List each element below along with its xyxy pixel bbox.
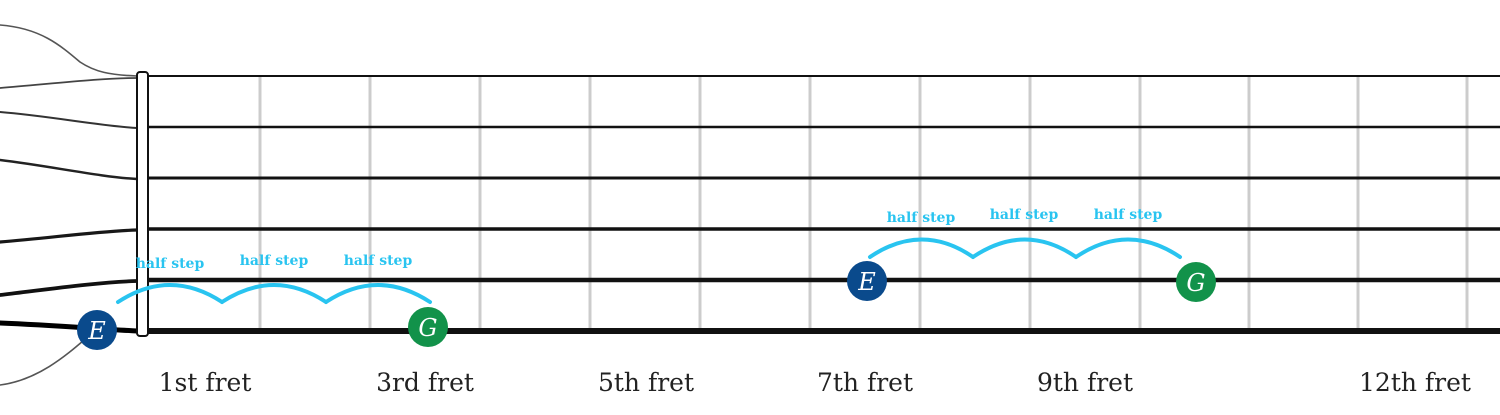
phrase-e-to-g-open: half step half step half step E G xyxy=(77,253,448,350)
headstock-string-2 xyxy=(0,77,138,89)
fret-lines xyxy=(258,76,1469,331)
headstock-string-4 xyxy=(0,158,139,181)
half-step-arc xyxy=(1074,237,1182,259)
fret-label-12: 12th fret xyxy=(1359,368,1471,397)
headstock-string-5 xyxy=(0,228,139,244)
phrase-e-to-g-seventh: half step half step half step E G xyxy=(847,207,1216,302)
strings xyxy=(137,75,1500,334)
headstock-string-6 xyxy=(0,279,139,297)
half-step-arc xyxy=(324,283,432,304)
headstock-string-7 xyxy=(0,320,140,334)
half-step-label: half step xyxy=(344,253,413,269)
headstock-string-1 xyxy=(0,24,138,77)
note-g-label: G xyxy=(418,314,437,342)
fret-label-5: 5th fret xyxy=(598,368,694,397)
headstock-string-8 xyxy=(0,334,91,386)
headstock-string-3 xyxy=(0,111,138,129)
half-step-arc xyxy=(971,237,1078,259)
note-e-label: E xyxy=(857,268,876,296)
half-step-label: half step xyxy=(136,256,205,272)
half-step-arc xyxy=(116,283,224,304)
fret-label-1: 1st fret xyxy=(159,368,252,397)
note-e-marker xyxy=(77,310,117,350)
half-step-label: half step xyxy=(990,207,1059,223)
fret-label-9: 9th fret xyxy=(1037,368,1133,397)
nut xyxy=(136,71,149,337)
note-g-marker xyxy=(1176,262,1216,302)
note-e-label: E xyxy=(87,317,106,345)
note-g-marker xyxy=(408,307,448,347)
half-step-label: half step xyxy=(887,210,956,226)
fret-labels: 1st fret 3rd fret 5th fret 7th fret 9th … xyxy=(159,368,1471,397)
note-e-marker xyxy=(847,261,887,301)
headstock-strings xyxy=(0,24,140,386)
fret-label-7: 7th fret xyxy=(817,368,913,397)
half-step-label: half step xyxy=(1094,207,1163,223)
half-step-arc xyxy=(868,237,975,259)
note-g-label: G xyxy=(1186,269,1205,297)
half-step-arc xyxy=(220,283,328,304)
fret-label-3: 3rd fret xyxy=(376,368,474,397)
half-step-label: half step xyxy=(240,253,309,269)
